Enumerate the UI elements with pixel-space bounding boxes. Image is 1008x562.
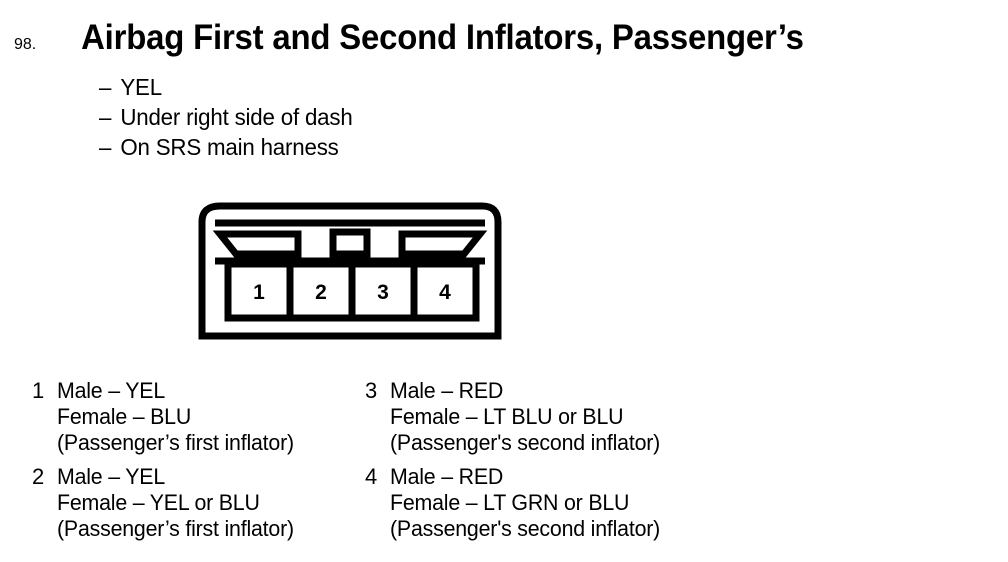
legend-entry-pin-1: 1 Male – YEL Female – BLU (Passenger’s f… [32,378,301,456]
legend-female-wire: Female – BLU [57,404,192,429]
pin-number-1: 1 [253,281,265,304]
legend-female-wire: Female – LT GRN or BLU [390,490,630,515]
list-item-label: Under right side of dash [120,104,353,130]
legend-pin-index: 3 [365,378,378,403]
legend-note: (Passenger's second inflator) [390,516,661,541]
legend-male-wire: Male – YEL [57,464,166,489]
connector-diagram: 1 2 3 4 [190,196,510,346]
legend-female-wire: Female – LT BLU or BLU [390,404,624,429]
legend-entry-pin-3: 3 Male – RED Female – LT BLU or BLU (Pas… [365,378,668,456]
pin-number-2: 2 [315,281,327,304]
legend-pin-index: 1 [32,378,45,403]
description-bullet-list: –YEL –Under right side of dash –On SRS m… [99,72,360,162]
list-item: –Under right side of dash [99,102,353,132]
pin-number-3: 3 [377,281,389,304]
right-tab-slot [398,230,488,258]
left-tab-slot [212,230,302,258]
legend-pin-index: 2 [32,464,45,489]
center-keyway [329,228,371,258]
legend-pin-body: Male – RED Female – LT BLU or BLU (Passe… [390,378,668,456]
legend-male-wire: Male – RED [390,378,504,403]
pin-number-4: 4 [439,281,451,304]
pin-cavity-row [224,260,480,322]
pin-cavity-4 [410,260,480,322]
legend-male-wire: Male – RED [390,464,504,489]
legend-entry-pin-4: 4 Male – RED Female – LT GRN or BLU (Pas… [365,464,668,542]
legend-male-wire: Male – YEL [57,378,166,403]
list-item: –On SRS main harness [99,132,353,162]
list-item: –YEL [99,72,353,102]
legend-entry-pin-2: 2 Male – YEL Female – YEL or BLU (Passen… [32,464,301,542]
legend-pin-body: Male – RED Female – LT GRN or BLU (Passe… [390,464,668,542]
legend-pin-body: Male – YEL Female – YEL or BLU (Passenge… [57,464,301,542]
page-title: 98. Airbag First and Second Inflators, P… [14,18,994,58]
pin-legend: 1 Male – YEL Female – BLU (Passenger’s f… [0,378,1008,541]
legend-column-left: 1 Male – YEL Female – BLU (Passenger’s f… [32,378,301,550]
dash-icon: – [99,74,112,100]
legend-note: (Passenger’s first inflator) [57,430,294,455]
title-number: 98. [14,36,37,53]
legend-column-right: 3 Male – RED Female – LT BLU or BLU (Pas… [365,378,668,550]
legend-note: (Passenger's second inflator) [390,430,661,455]
dash-icon: – [99,104,112,130]
list-item-label: YEL [120,74,162,100]
list-item-label: On SRS main harness [120,134,339,160]
connector-outer-shell [198,202,502,340]
legend-female-wire: Female – YEL or BLU [57,490,260,515]
legend-pin-body: Male – YEL Female – BLU (Passenger’s fir… [57,378,301,456]
dash-icon: – [99,134,112,160]
title-text: Airbag First and Second Inflators, Passe… [81,18,804,57]
legend-note: (Passenger’s first inflator) [57,516,294,541]
legend-pin-index: 4 [365,464,378,489]
